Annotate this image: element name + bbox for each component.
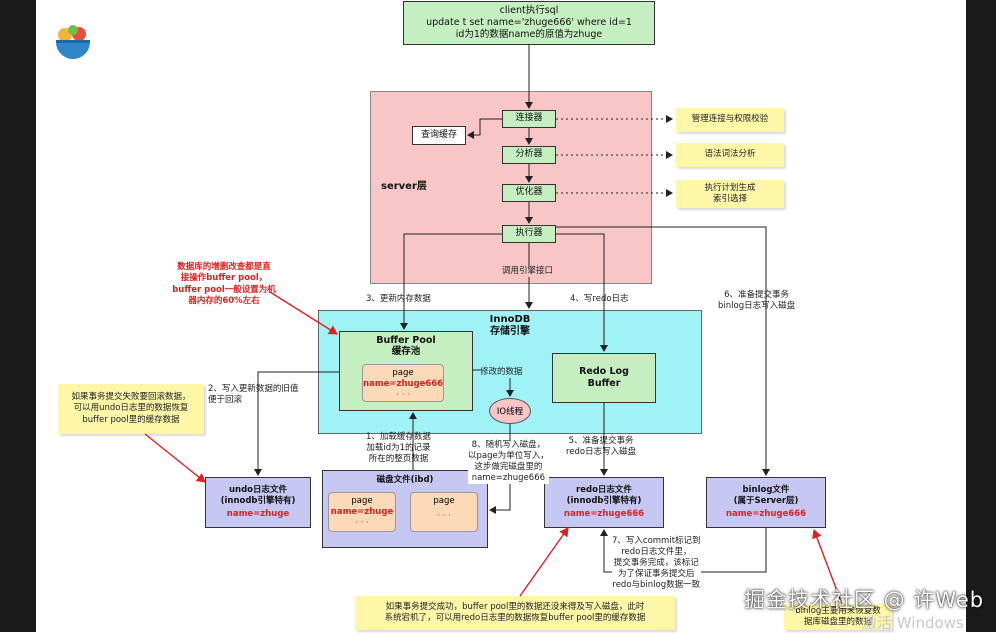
note-binlog-recovery: binlog主要用来恢复数 据库磁盘里的数据 (784, 604, 892, 630)
disk-page-1-value: name=zhuge (330, 507, 394, 518)
label-step-7: 7、写入commit标记到 redo日志文件里， 提交事务完成，该标记 为了保证… (612, 536, 701, 592)
note-syntax-analysis: 语法词法分析 (676, 143, 784, 167)
label-step-7-line-1: 7、写入commit标记到 (612, 536, 701, 546)
buffer-pool-page-label: page (392, 368, 414, 378)
note-redo-recovery: 如果事务提交成功，buffer pool里的数据还没来得及写入磁盘，此时 系统宕… (355, 596, 675, 630)
label-step-4: 4、写redo日志 (570, 294, 629, 304)
undo-file-value: name=zhuge (226, 509, 290, 520)
label-step-1-line-1: 1、加载缓存数据 (366, 432, 431, 442)
note-binlog-line-1: binlog主要用来恢复数 (795, 605, 881, 616)
buffer-pool-title: Buffer Pool (376, 335, 436, 346)
label-step-1: 1、加载缓存数据 加载id为1的记录 所在的整页数据 (366, 432, 431, 465)
label-step-7-line-4: 为了保证事务提交后 (618, 569, 695, 580)
logo-icon (52, 24, 94, 64)
windows-activation-watermark: 激活 Windows (862, 614, 964, 632)
red-note-line-2: 接操作buffer pool， (180, 273, 268, 284)
red-note-buffer-pool: 数据库的增删改查都是直 接操作buffer pool， buffer pool一… (158, 262, 290, 308)
optimizer-box: 优化器 (502, 184, 556, 202)
label-step-8-line-1: 8、随机写入磁盘， (471, 440, 546, 450)
label-step-1-line-3: 所在的整页数据 (368, 454, 429, 465)
redo-file-line-1: redo日志文件 (576, 485, 632, 496)
red-note-line-1: 数据库的增删改查都是直 (177, 262, 271, 272)
redo-log-buffer-box: Redo Log Buffer (552, 353, 656, 403)
note-connection-auth: 管理连接与权限校验 (676, 108, 784, 132)
redo-log-buffer-line-2: Buffer (587, 378, 621, 389)
redo-log-buffer-line-1: Redo Log (579, 366, 629, 378)
undo-log-file-box: undo日志文件 (innodb引擎特有) name=zhuge (205, 477, 311, 528)
red-note-line-4: 器内存的60%左右 (188, 296, 260, 307)
redo-file-value: name=zhuge666 (563, 509, 645, 520)
io-thread-circle: IO线程 (489, 398, 531, 424)
note-redo-recovery-line-1: 如果事务提交成功，buffer pool里的数据还没来得及写入磁盘，此时 (385, 601, 645, 612)
client-sql-box: client执行sql update t set name='zhuge666'… (403, 1, 655, 45)
disk-file-page-2: page · · · (410, 492, 478, 532)
label-step-8: 8、随机写入磁盘， 以page为单位写入， 这步做完磁盘里的 name=zhug… (468, 440, 549, 485)
red-note-line-3: buffer pool一般设置为机 (172, 284, 276, 295)
note-undo-rollback: 如果事务提交失败要回滚数据， 可以用undo日志里的数据恢复 buffer po… (58, 384, 204, 434)
note-undo-line-1: 如果事务提交失败要回滚数据， (71, 392, 191, 403)
juejin-watermark: 掘金技术社区 @ 许Web (744, 588, 985, 612)
label-step-3: 3、更新内存数据 (366, 294, 431, 304)
label-step-2: 2、写入更新数据的旧值 便于回滚 (208, 384, 298, 406)
buffer-pool-page-value: name=zhuge666 (363, 379, 444, 390)
label-step-7-line-5: redo与binlog数据一致 (612, 580, 701, 591)
innodb-subtitle: 存储引擎 (489, 326, 530, 337)
parser-box: 分析器 (502, 146, 556, 164)
connector-box: 连接器 (502, 110, 556, 128)
note-execution-plan-line-2: 索引选择 (712, 194, 747, 204)
executor-box: 执行器 (502, 225, 556, 243)
disk-page-1-label: page (351, 496, 373, 506)
disk-page-2-label: page (433, 496, 455, 506)
label-step-7-line-2: redo日志文件里， (621, 547, 692, 558)
label-step-8-line-4: name=zhuge666 (471, 473, 546, 484)
label-step-8-line-2: 以page为单位写入， (468, 451, 549, 462)
label-step-8-line-3: 这步做完磁盘里的 (474, 462, 543, 473)
label-step-5-line-1: 5、准备提交事务 (568, 436, 634, 446)
binlog-file-value: name=zhuge666 (725, 509, 807, 520)
label-step-6-line-2: binlog日志写入磁盘 (718, 301, 796, 312)
note-execution-plan-line-1: 执行计划生成 (704, 182, 756, 193)
redo-log-file-box: redo日志文件 (innodb引擎特有) name=zhuge666 (544, 477, 664, 528)
buffer-pool-page: page name=zhuge666 · · · (362, 364, 444, 402)
label-step-5: 5、准备提交事务 redo日志写入磁盘 (566, 436, 636, 458)
undo-file-line-2: (innodb引擎特有) (220, 495, 296, 506)
client-line-1: client执行sql (499, 5, 559, 17)
redo-file-line-2: (innodb引擎特有) (566, 495, 642, 506)
disk-page-1-dots: · · · (355, 518, 369, 529)
label-step-1-line-2: 加载id为1的记录 (366, 443, 431, 454)
binlog-file-box: binlog文件 (属于Server层) name=zhuge666 (706, 477, 826, 528)
label-step-2-line-2: 便于回滚 (208, 395, 243, 406)
query-cache-box: 查询缓存 (412, 126, 466, 145)
buffer-pool-page-dots: · · · (396, 390, 410, 401)
binlog-file-line-2: (属于Server层) (733, 495, 799, 506)
buffer-pool-subtitle: 缓存池 (391, 346, 421, 358)
label-step-5-line-2: redo日志写入磁盘 (566, 447, 637, 458)
disk-file-title: 磁盘文件(ibd) (376, 475, 434, 485)
undo-file-line-1: undo日志文件 (228, 485, 288, 496)
label-step-6-line-1: 6、准备提交事务 (724, 290, 790, 300)
note-binlog-line-2: 据库磁盘里的数据 (803, 617, 872, 627)
label-step-7-line-3: 提交事务完成，该标记 (613, 558, 699, 569)
label-engine-interface: 调用引擎接口 (502, 266, 554, 278)
server-layer-label: server层 (381, 181, 427, 193)
note-redo-recovery-line-2: 系统宕机了，可以用redo日志里的数据恢复buffer pool里的缓存数据 (384, 613, 646, 623)
disk-page-2-dots: · · · (437, 511, 451, 522)
left-dark-margin (0, 0, 36, 632)
label-step-2-line-1: 2、写入更新数据的旧值 (208, 384, 299, 394)
label-step-6: 6、准备提交事务 binlog日志写入磁盘 (718, 290, 795, 312)
client-line-2: update t set name='zhuge666' where id=1 (426, 17, 632, 29)
right-dark-margin (966, 0, 996, 632)
note-execution-plan: 执行计划生成 索引选择 (676, 180, 784, 208)
label-modified-data: 修改的数据 (480, 367, 523, 379)
binlog-file-line-1: binlog文件 (742, 485, 790, 496)
note-undo-line-2: 可以用undo日志里的数据恢复 (73, 403, 189, 414)
disk-file-page-1: page name=zhuge · · · (328, 492, 396, 532)
innodb-title: InnoDB (489, 314, 531, 325)
note-undo-line-3: buffer pool里的缓存数据 (82, 414, 180, 425)
client-line-3: id为1的数据name的原值为zhuge (455, 28, 603, 40)
